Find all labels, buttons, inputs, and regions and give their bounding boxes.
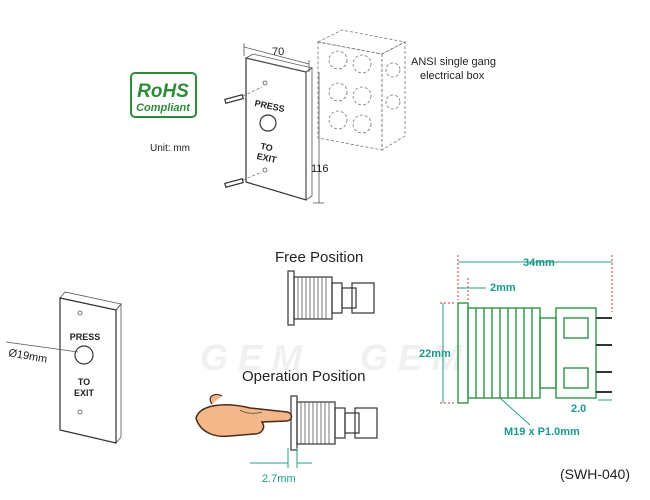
- box-label-line1: ANSI single gang: [411, 56, 496, 68]
- front-wall-plate: PRESS TO EXIT: [59, 291, 122, 445]
- diameter-label: Ø19mm: [7, 347, 48, 366]
- top-plate-exit: EXIT: [256, 151, 278, 165]
- height-label: 116: [311, 163, 329, 175]
- travel-label: 2.7mm: [262, 473, 296, 485]
- operation-position-label: Operation Position: [242, 368, 365, 385]
- side-view-drawing: [457, 302, 612, 404]
- rohs-badge: RoHS Compliant: [130, 72, 197, 118]
- screw-icon-bottom: [224, 171, 263, 188]
- front-button-hole: [74, 345, 94, 365]
- front-plate-exit: EXIT: [74, 388, 95, 398]
- switch-operation-position: [290, 395, 378, 451]
- height-dimension: 116: [311, 72, 329, 204]
- ansi-electrical-box: [316, 29, 407, 151]
- front-plate-to: TO: [78, 377, 90, 387]
- side-view-dimensions: 34mm 2mm 22mm 2.0 M19 x P1.0mm: [419, 255, 613, 438]
- screw-hole-bottom: [262, 167, 268, 173]
- plate-button-hole: [259, 114, 277, 132]
- hand-pressing-icon: [195, 393, 293, 438]
- width-dimension: 70: [243, 43, 310, 72]
- free-position-label: Free Position: [275, 249, 363, 266]
- screw-icon-top: [224, 86, 263, 104]
- width-label: 70: [272, 46, 284, 58]
- top-wall-plate: PRESS TO EXIT: [244, 53, 313, 201]
- height-side-label: 22mm: [419, 348, 451, 360]
- diameter-dimension: Ø19mm: [5, 341, 79, 366]
- pin-label: 2.0: [571, 403, 586, 415]
- front-plate-press: PRESS: [70, 332, 101, 342]
- unit-label: Unit: mm: [150, 143, 190, 154]
- thread-label: M19 x P1.0mm: [504, 426, 580, 438]
- screw-hole-top: [262, 80, 268, 86]
- top-plate-press: PRESS: [254, 98, 286, 114]
- flange-label: 2mm: [490, 282, 516, 294]
- rohs-subtitle: Compliant: [136, 102, 191, 114]
- switch-free-position: [287, 270, 375, 326]
- watermark-left: GEM: [200, 337, 312, 378]
- model-number: (SWH-040): [560, 466, 630, 482]
- travel-dimension: 2.7mm: [250, 448, 312, 485]
- watermark-right: GEM: [360, 337, 472, 378]
- rohs-title: RoHS: [137, 81, 189, 102]
- top-plate-to: TO: [260, 141, 274, 153]
- box-label-line2: electrical box: [420, 70, 485, 82]
- length-label: 34mm: [523, 257, 555, 269]
